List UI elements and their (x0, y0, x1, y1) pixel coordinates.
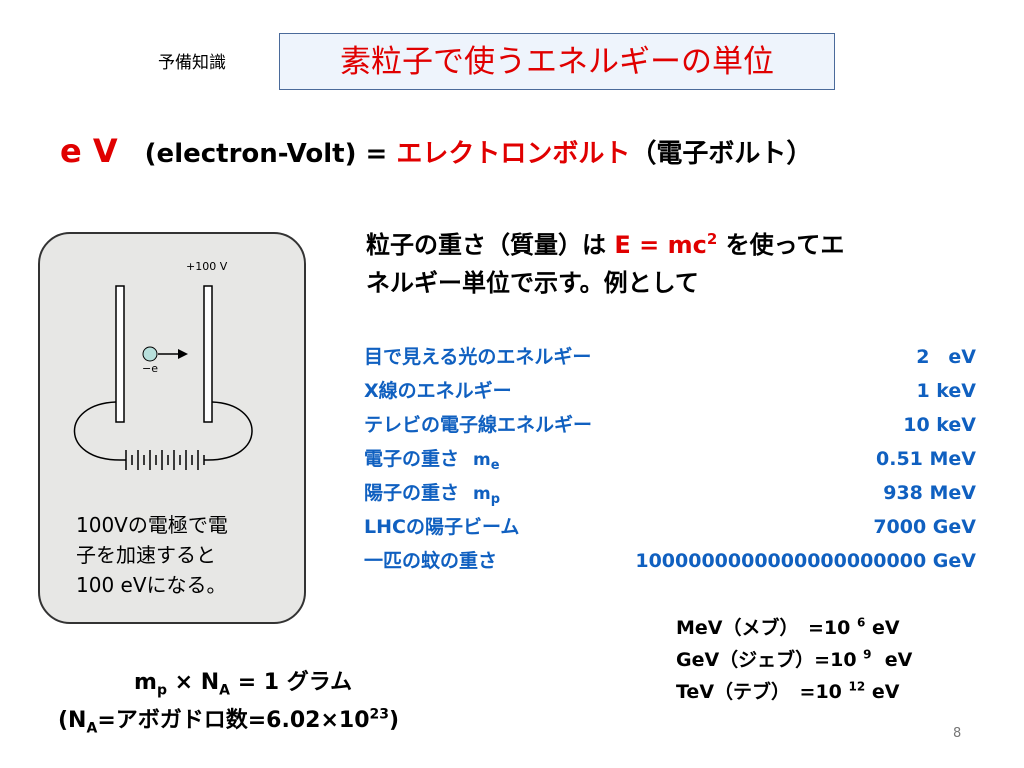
electrode-diagram: +100 V −e (73, 260, 253, 470)
energy-value: 938 MeV (883, 482, 976, 504)
unit-row: MeV（メブ） =10 6 eV (676, 615, 900, 639)
caption-line: 子を加速すると (76, 543, 216, 567)
avogadro-formula: mp × NA = 1 グラム (NA=アボガドロ数=6.02×1023) (58, 664, 399, 740)
slide-title: 素粒子で使うエネルギーの単位 (279, 33, 835, 90)
circuit-wire (73, 401, 253, 461)
diagram-caption: 100Vの電極で電 子を加速すると 100 eVになる。 (76, 510, 228, 600)
energy-value: 1 keV (916, 380, 976, 402)
energy-value: 1000000000000000000000 GeV (635, 550, 976, 572)
ev-katakana: エレクトロンボルト (396, 139, 631, 169)
energy-value: 0.51 MeV (876, 448, 976, 470)
unit-row: TeV（テブ） =10 12 eV (676, 679, 900, 703)
intro-line2: ネルギー単位で示す。例として (366, 269, 699, 297)
intro-part1: 粒子の重さ（質量）は (366, 231, 606, 259)
energy-row: LHCの陽子ビーム 7000 GeV (364, 510, 976, 544)
prerequisite-label: 予備知識 (158, 53, 226, 73)
caption-line: 100Vの電極で電 (76, 513, 228, 537)
intro-part2: を使ってエ (725, 231, 845, 259)
mass-symbol: me (473, 450, 500, 473)
energy-value: 2 eV (916, 346, 976, 368)
electron-icon (142, 346, 158, 362)
energy-row: 一匹の蚊の重さ 1000000000000000000000 GeV (364, 544, 976, 578)
energy-row: テレビの電子線エネルギー 10 keV (364, 408, 976, 442)
ev-definition-line: e V (electron-Volt) = エレクトロンボルト（電子ボルト） (60, 132, 812, 170)
energy-value: 7000 GeV (873, 516, 976, 538)
energy-value: 10 keV (903, 414, 976, 436)
mass-energy-formula: E = mc2 (614, 230, 718, 259)
voltage-label: +100 V (186, 260, 228, 273)
energy-row: 目で見える光のエネルギー 2 eV (364, 340, 976, 374)
ev-equals: = (365, 139, 388, 169)
formula-line1: mp × NA = 1 グラム (134, 670, 353, 699)
intro-text: 粒子の重さ（質量）は E = mc2 を使ってエ ネルギー単位で示す。例として (366, 226, 986, 302)
unit-prefix-list: MeV（メブ） =10 6 eV GeV（ジェブ）=10 9 eV TeV（テブ） … (676, 612, 912, 708)
energy-examples-table: 目で見える光のエネルギー 2 eV X線のエネルギー 1 keV テレビの電子線… (364, 340, 976, 578)
formula-line2: (NA=アボガドロ数=6.02×1023) (58, 706, 400, 737)
accelerator-diagram-panel: +100 V −e 100Vの電極で電 (38, 232, 306, 624)
charge-label: −e (142, 362, 158, 375)
unit-row: GeV（ジェブ）=10 9 eV (676, 647, 913, 671)
ev-japanese: （電子ボルト） (630, 139, 813, 169)
caption-line: 100 eVになる。 (76, 573, 227, 597)
ev-english: (electron-Volt) (144, 139, 357, 169)
ev-symbol: e V (60, 132, 118, 170)
page-number: 8 (953, 726, 962, 741)
mass-symbol: mp (473, 484, 501, 507)
energy-row: X線のエネルギー 1 keV (364, 374, 976, 408)
battery-icon (120, 450, 208, 470)
